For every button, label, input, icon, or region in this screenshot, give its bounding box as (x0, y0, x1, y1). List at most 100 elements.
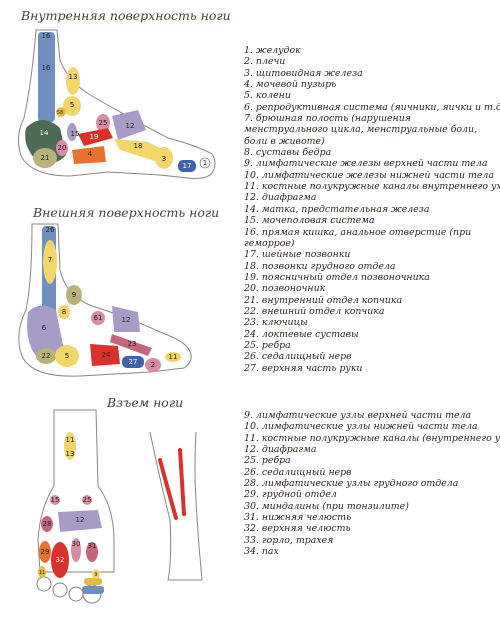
toe (36, 576, 52, 592)
legend-item: 15. мочеполовая система (244, 215, 375, 227)
legend-item: 34. пах (244, 546, 279, 558)
legend-item: 3. щитовидная железа (244, 67, 363, 79)
zone-7 (43, 240, 57, 284)
legend-item: 24. локтевые суставы (244, 328, 359, 340)
zone-label: 14 (40, 129, 49, 137)
zone-label: 12 (122, 316, 131, 324)
instep-foot-outline (37, 409, 115, 573)
zone-label: 26 (46, 226, 55, 234)
legend-item: 26. седалищный нерв (244, 466, 352, 478)
lower-leg-outline (149, 431, 203, 581)
zone-label: 23 (128, 340, 137, 348)
zone-toe (92, 569, 100, 579)
legend-item: 29. грудной отдел (244, 489, 337, 501)
legend-item: 9. лимфатические узлы верхней части тела (244, 410, 472, 421)
zone-label: 17 (183, 162, 192, 170)
legend-instep: 9. лимфатические узлы верхней части тела… (244, 410, 500, 558)
zone-17 (178, 160, 196, 172)
zone-12 (58, 510, 102, 532)
zone-11 (165, 352, 181, 362)
zone-22 (36, 348, 56, 364)
legend-item: 1. желудок (244, 45, 301, 56)
zone-label: 9 (72, 291, 76, 299)
zone-label: 58 (57, 110, 63, 116)
inner-foot-diagram: 16 16 13 5 15 58 14 25 19 12 18 20 4 21 … (18, 29, 216, 179)
legend-item: 31. нижняя челюсть (244, 512, 352, 524)
zone-30 (71, 538, 81, 562)
legend-item: 6. репродуктивная система (яичники, яичк… (244, 101, 500, 113)
zone-label: 12 (126, 122, 135, 130)
zone-8 (58, 305, 70, 319)
zone-label: 15 (51, 496, 60, 504)
zone-25 (82, 495, 92, 505)
legend-item: 25. ребра (244, 455, 291, 467)
zone-label: 12 (76, 516, 85, 524)
zone-label: 11 (169, 353, 178, 361)
zone-15 (50, 495, 60, 505)
zone-label: 15 (71, 130, 80, 138)
zone-25 (96, 114, 110, 132)
zone-label: 5 (70, 101, 74, 109)
legend-item: 7. брюшная полость (нарушения менструаль… (244, 113, 478, 147)
zone-33 (84, 578, 102, 585)
zone-label: 21 (41, 154, 50, 162)
zone-26-right (178, 448, 186, 516)
legend-item: 11. костные полукружные каналы внутренне… (244, 181, 500, 193)
zone-label: 22 (42, 352, 51, 360)
legend-item: 16. прямая кишка, анальное отверстие (пр… (244, 226, 472, 249)
zone-label: 1 (203, 159, 207, 167)
zone-29 (39, 541, 51, 563)
zone-label: 25 (99, 119, 108, 127)
legend-item: 20. позвоночник (244, 283, 326, 295)
lower-leg-diagram (149, 431, 203, 581)
outer-foot-diagram: 26 7 9 8 6 61 12 23 22 5 24 27 2 11 (18, 223, 192, 377)
legend-item: 8. суставы бедра (244, 147, 332, 159)
zone-20 (56, 140, 68, 156)
instep-title: Взъем ноги (107, 395, 184, 410)
legend-item: 17. шейные позвонки (244, 249, 351, 261)
zone-label: 6 (42, 324, 47, 332)
legend-item: 26. седалищный нерв (244, 351, 352, 363)
zone-label: 24 (102, 351, 111, 359)
zone-34 (82, 586, 104, 594)
zone-11 (64, 432, 76, 460)
legend-item: 33. горло, трахея (244, 534, 334, 546)
legend-item: 12. диафрагма (244, 192, 317, 204)
zone-31 (86, 542, 98, 562)
zone-4 (72, 146, 106, 164)
legend-item: 32. верхняя челюсть (244, 523, 351, 535)
legend-item: 25. ребра (244, 339, 291, 351)
zone-24 (90, 344, 120, 366)
zone-19 (78, 128, 113, 146)
zone-label: 20 (58, 144, 67, 152)
zone-sm (56, 107, 66, 117)
toe (68, 586, 84, 602)
zone-12 (112, 306, 140, 332)
legend-item: 22. внешний отдел копчика (244, 305, 385, 317)
legend-item: 12. диафрагма (244, 444, 317, 456)
legend-item: 21. внутренний отдел копчика (244, 294, 403, 306)
zone-label: 11 (39, 570, 45, 576)
zone-label: 29 (41, 548, 50, 556)
legend-item: 27. верхняя часть руки (244, 362, 363, 374)
zone-13 (66, 67, 80, 95)
legend-item: 2. плечи (244, 56, 286, 68)
zone-label: 19 (90, 133, 99, 141)
zone-label: 61 (94, 314, 103, 322)
zone-label: 31 (88, 542, 97, 550)
instep-foot-diagram: 11 13 15 25 28 12 29 32 30 31 11 9 (36, 409, 115, 604)
zone-toe (38, 566, 46, 578)
zone-5 (63, 96, 81, 116)
legend-item: 4. мочевой пузырь (244, 79, 337, 91)
zone-label: 28 (43, 520, 52, 528)
zone-label: 4 (88, 150, 93, 158)
zone-label: 32 (56, 556, 65, 564)
zone-label: 5 (65, 352, 69, 360)
outer-surface-title: Внешняя поверхность ноги (33, 205, 220, 220)
zone-label: 9 (94, 572, 97, 578)
zone-18 (114, 139, 168, 162)
zone-15 (67, 123, 77, 141)
legend-item: 9. лимфатические железы верхней части те… (244, 158, 488, 170)
zone-label: 3 (162, 155, 166, 163)
